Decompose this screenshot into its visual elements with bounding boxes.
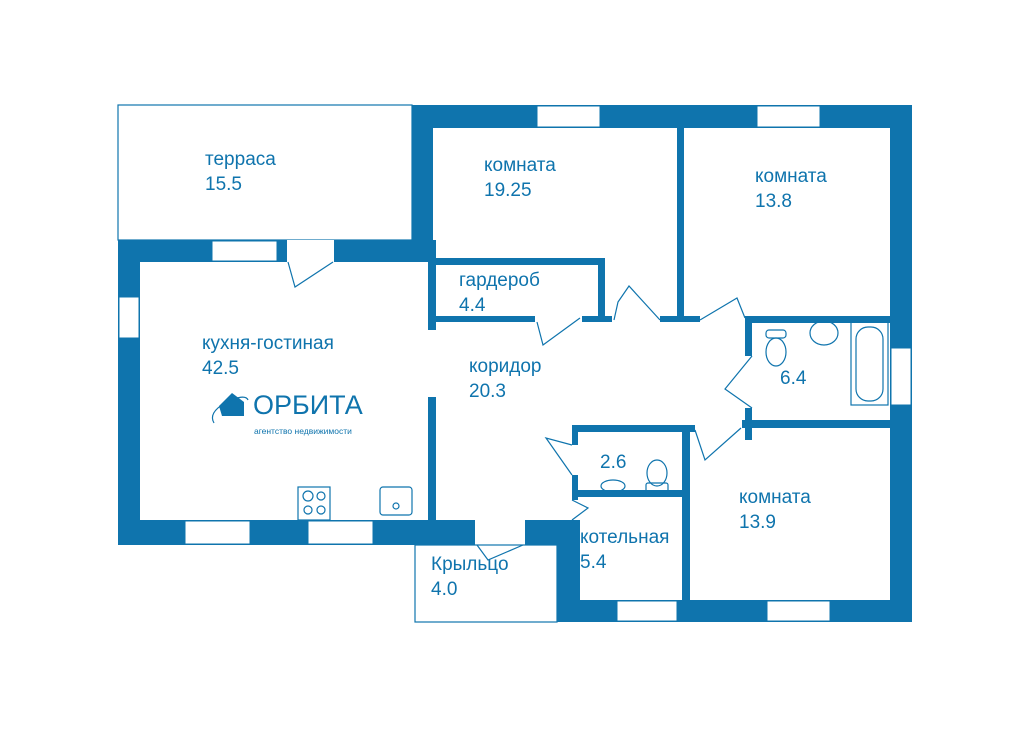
doors — [287, 240, 753, 561]
bathtub-icon — [850, 321, 889, 406]
room-name: гардероб — [459, 270, 540, 291]
room-area: 2.6 — [600, 452, 626, 473]
room-area: 42.5 — [202, 358, 239, 379]
windows — [118, 105, 912, 622]
room-area: 13.9 — [739, 512, 776, 533]
room-area: 19.25 — [484, 180, 532, 201]
room-area: 6.4 — [780, 368, 807, 389]
room-name: кухня-гостиная — [202, 333, 334, 354]
sink-icon — [600, 479, 626, 493]
room-name: терраса — [205, 149, 276, 170]
logo-subtitle: агентство недвижимости — [254, 426, 352, 436]
room-area: 4.4 — [459, 295, 486, 316]
room-name: коридор — [469, 356, 542, 377]
walls — [118, 105, 912, 622]
room-name: комната — [484, 155, 556, 176]
sink-icon — [809, 320, 839, 346]
room-name: комната — [739, 487, 811, 508]
kitchen-sink-icon — [379, 486, 413, 516]
fixtures — [297, 320, 889, 521]
room-name: котельная — [580, 527, 669, 548]
toilet-icon — [645, 459, 669, 493]
room-area: 15.5 — [205, 174, 242, 195]
stove-icon — [297, 486, 331, 521]
agency-logo: ОРБИТА агентство недвижимости — [211, 390, 363, 436]
logo-house-icon — [219, 393, 244, 416]
room-area: 4.0 — [431, 579, 457, 600]
room-area: 13.8 — [755, 191, 792, 212]
logo-title: ОРБИТА — [253, 390, 363, 420]
room-name: комната — [755, 166, 827, 187]
room-name: Крыльцо — [431, 554, 509, 575]
room-labels: терраса 15.5 комната 19.25 комната 13.8 … — [202, 149, 827, 600]
room-area: 5.4 — [580, 552, 607, 573]
room-area: 20.3 — [469, 381, 506, 402]
terrace-outline — [117, 104, 413, 241]
toilet-icon — [765, 329, 787, 367]
